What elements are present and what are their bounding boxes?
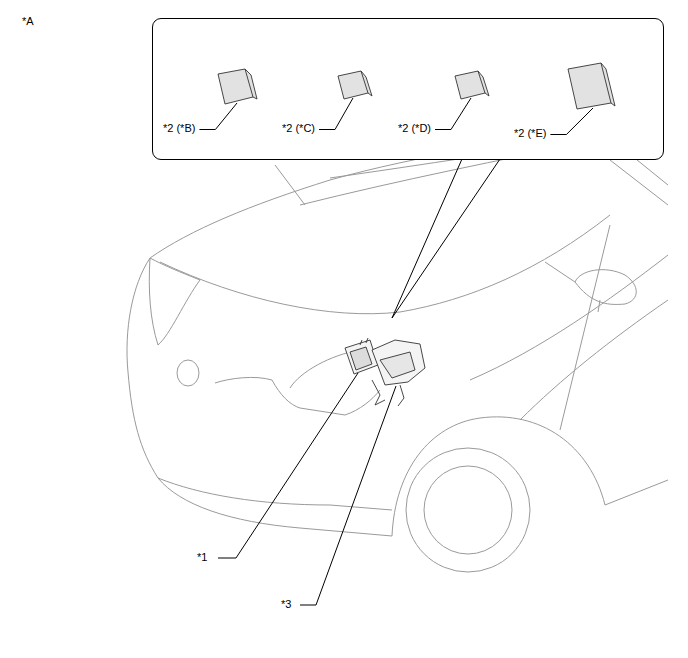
- ecu-icon: [218, 69, 257, 104]
- callout-number: *1: [197, 551, 207, 564]
- callout-number: *2 (*E): [514, 127, 546, 140]
- actuator-assembly: [345, 338, 425, 406]
- ecu-icon: [338, 71, 372, 99]
- callout-panel: *2 (*B) *2 (*C) *2 (*D) *2 (*E): [152, 18, 664, 160]
- leader-line: [319, 98, 353, 130]
- leader-line: [218, 373, 396, 605]
- ecu-icon: [568, 63, 615, 109]
- leader-line: [435, 98, 471, 130]
- leader-line: [199, 103, 237, 130]
- car-outline: [127, 130, 668, 572]
- view-label: *A: [22, 15, 34, 28]
- callout-number: *2 (*D): [398, 122, 431, 135]
- callout-number: *3: [281, 598, 291, 611]
- callout-pointer: [392, 159, 500, 318]
- ecu-icons: [153, 19, 662, 158]
- callout-number: *2 (*B): [163, 122, 195, 135]
- callout-number: *2 (*C): [282, 122, 315, 135]
- ecu-icon: [455, 71, 489, 99]
- leader-line: [550, 108, 593, 135]
